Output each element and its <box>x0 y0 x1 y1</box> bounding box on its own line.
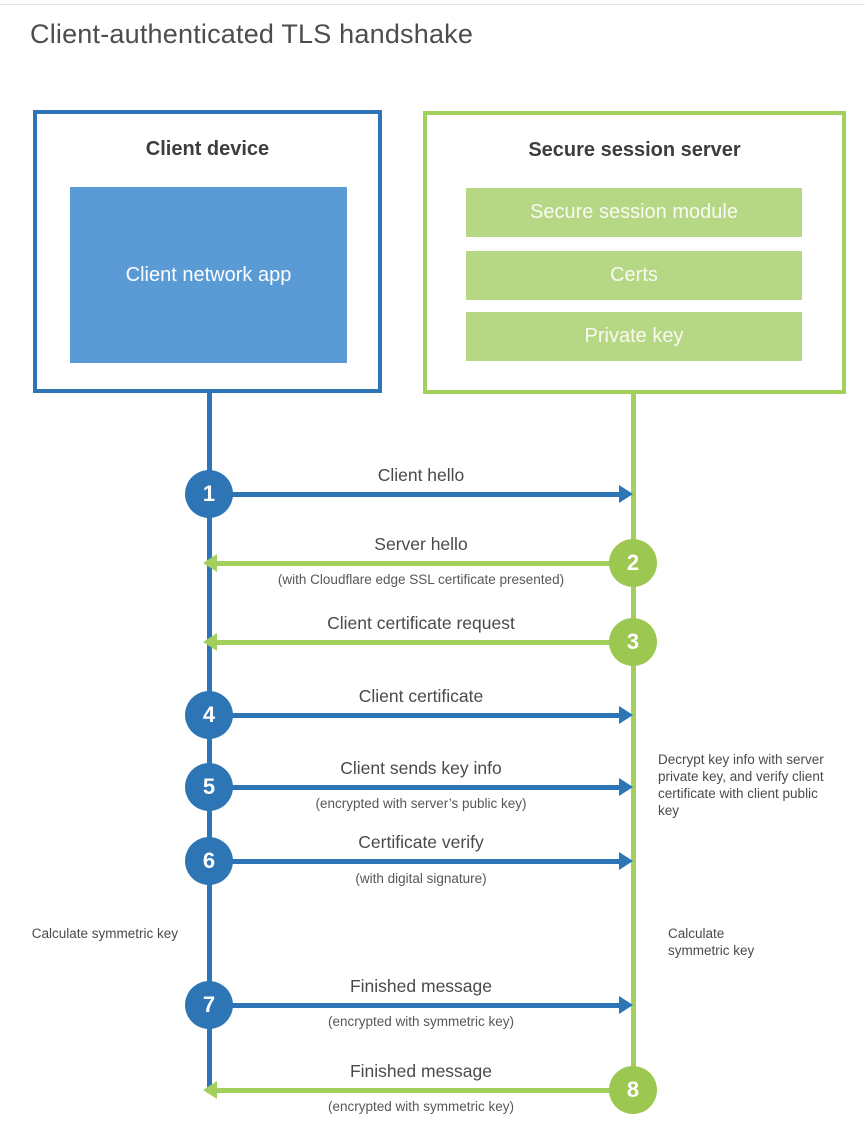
step-3-badge: 3 <box>609 618 657 666</box>
step-1-arrowhead-icon <box>619 485 633 503</box>
top-divider <box>0 4 865 5</box>
step-3-arrowhead-icon <box>203 633 217 651</box>
step-4-label: Client certificate <box>358 686 484 706</box>
step-2-arrowhead-icon <box>203 554 217 572</box>
step-7-arrow-line <box>209 1003 620 1008</box>
page-title: Client-authenticated TLS handshake <box>30 19 474 49</box>
step-2-label: Server hello <box>374 534 468 554</box>
step-8-arrowhead-icon <box>203 1081 217 1099</box>
step-4-arrow-line <box>209 713 620 718</box>
server-lifeline <box>631 392 636 1094</box>
step-3-label: Client certificate request <box>327 613 515 633</box>
server-module-certs: Certs <box>466 251 802 300</box>
step-2-arrow-line <box>216 561 633 566</box>
step-8-sublabel: (encrypted with symmetric key) <box>327 1099 515 1114</box>
step-5-badge: 5 <box>185 763 233 811</box>
step-5-arrowhead-icon <box>619 778 633 796</box>
client-calculate-note: Calculate symmetric key <box>31 926 178 941</box>
step-7-sublabel: (encrypted with symmetric key) <box>327 1014 515 1029</box>
step-1-arrow-line <box>209 492 620 497</box>
step-6-badge: 6 <box>185 837 233 885</box>
client-network-app-label: Client network app <box>125 263 292 286</box>
step-5-arrow-line <box>209 785 620 790</box>
client-device-title: Client device <box>145 138 270 160</box>
step-8-badge: 8 <box>609 1066 657 1114</box>
server-calculate-note: Calculate symmetric key <box>668 926 755 958</box>
step-5-sublabel: (encrypted with server’s public key) <box>315 796 527 811</box>
step-4-arrowhead-icon <box>619 706 633 724</box>
client-lifeline <box>207 391 212 1093</box>
step-6-sublabel: (with digital signature) <box>355 871 487 886</box>
step-7-label: Finished message <box>349 976 493 996</box>
step-2-sublabel: (with Cloudflare edge SSL certificate pr… <box>277 572 565 587</box>
server-decrypt-note: Decrypt key info with server private key… <box>658 752 824 818</box>
client-network-app-box: Client network app <box>70 187 347 363</box>
step-5-label: Client sends key info <box>340 758 502 778</box>
step-6-arrow-line <box>209 859 620 864</box>
step-6-label: Certificate verify <box>358 832 484 852</box>
step-1-badge: 1 <box>185 470 233 518</box>
step-7-badge: 7 <box>185 981 233 1029</box>
server-module-secure-session: Secure session module <box>466 188 802 237</box>
step-2-badge: 2 <box>609 539 657 587</box>
server-module-private-key: Private key <box>466 312 802 361</box>
step-1-label: Client hello <box>377 465 465 485</box>
step-8-arrow-line <box>216 1088 633 1093</box>
step-7-arrowhead-icon <box>619 996 633 1014</box>
step-8-label: Finished message <box>349 1061 493 1081</box>
secure-session-server-title: Secure session server <box>528 139 741 161</box>
step-6-arrowhead-icon <box>619 852 633 870</box>
step-3-arrow-line <box>216 640 633 645</box>
step-4-badge: 4 <box>185 691 233 739</box>
